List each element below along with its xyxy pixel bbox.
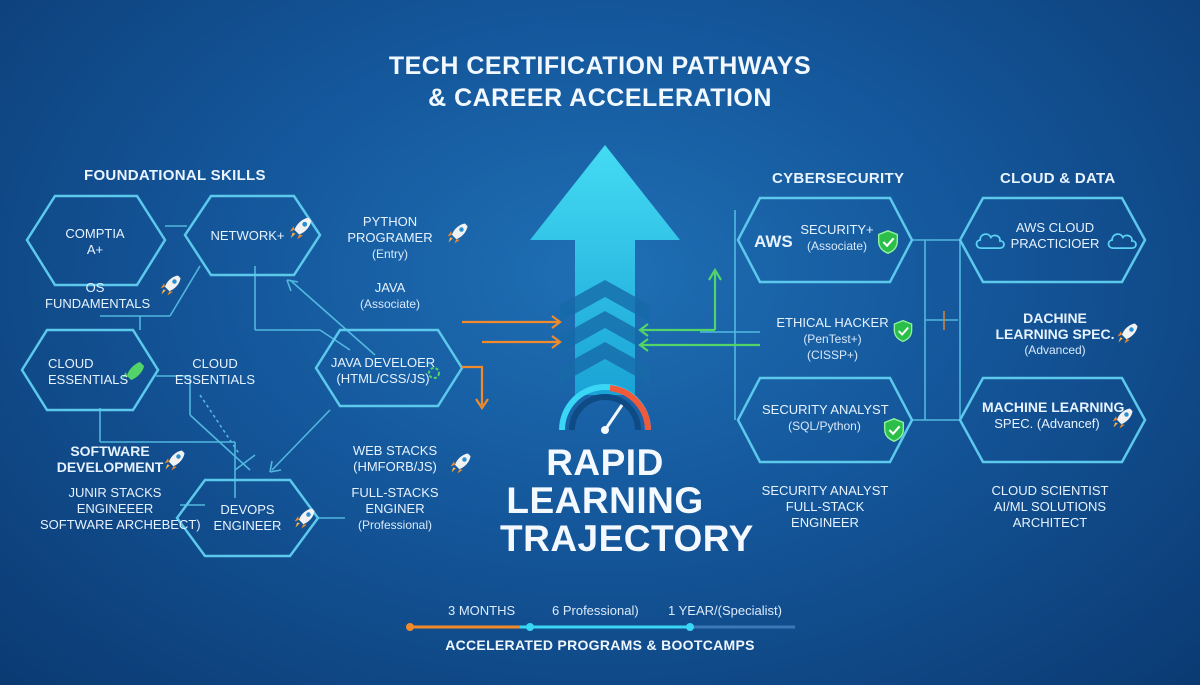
shield-icon [893, 319, 913, 343]
rocket-icon [160, 275, 181, 296]
aws-logo-text: AWS [754, 232, 793, 251]
footer-accelerated-programs: ACCELERATED PROGRAMS & BOOTCAMPS [445, 637, 755, 653]
node-security-plus: SECURITY+ (Associate) [800, 222, 874, 253]
shield-icon [877, 229, 899, 255]
rocket-icon [289, 217, 312, 240]
node-java: JAVA (Associate) [359, 280, 421, 311]
rocket-icon [1117, 323, 1138, 344]
timeline-bar [406, 623, 795, 631]
node-ethical-hacker: ETHICAL HACKER (PenTest+) (CISSP+) [776, 315, 889, 362]
cloud-icon [975, 233, 1005, 250]
hexagon-outlines-left [20, 194, 464, 558]
timeline-label-1-year: 1 YEAR/(Specialist) [668, 603, 782, 618]
rocket-icon [447, 223, 468, 244]
section-cybersecurity: CYBERSECURITY [772, 170, 905, 187]
node-security-analyst: SECURITY ANALYST (SQL/Python) [762, 402, 889, 433]
progress-icon [428, 367, 440, 379]
timeline-label-3-months: 3 MONTHS [448, 603, 516, 618]
section-foundational: FOUNDATIONAL SKILLS [84, 167, 266, 184]
page-title-line2: & CAREER ACCELERATION [428, 84, 772, 112]
up-arrow-icon [530, 145, 680, 395]
node-network-plus: NETWORK+ [210, 228, 285, 243]
section-cloud-data: CLOUD & DATA [1000, 170, 1116, 187]
rocket-icon [122, 362, 144, 380]
node-java-developer: JAVA DEVELOER(HTML/CSS/JS) [330, 355, 436, 386]
cloud-icon [1107, 233, 1137, 250]
hexagon-outlines-right [736, 196, 1147, 464]
speedometer-icon [559, 384, 651, 434]
timeline-label-6-professional: 6 Professional) [552, 603, 639, 618]
flow-arrows [462, 267, 760, 410]
rocket-icon [450, 453, 471, 474]
page-title-line1: TECH CERTIFICATION PATHWAYS [388, 52, 812, 80]
shield-icon [883, 417, 905, 443]
node-web-stacks: WEB STACKS(HMFORB/JS) [352, 443, 438, 474]
